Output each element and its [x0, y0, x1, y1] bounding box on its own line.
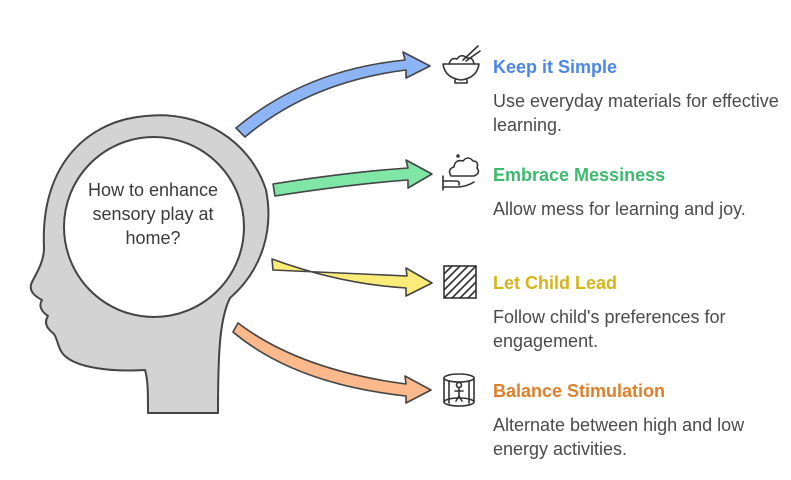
question-circle	[63, 136, 245, 318]
center-question: How to enhance sensory play at home?	[87, 180, 219, 248]
item-let-child-lead: Let Child Lead Follow child's preference…	[493, 271, 783, 353]
item-balance-stimulation: Balance Stimulation Alternate between hi…	[493, 379, 783, 461]
item-keep-it-simple: Keep it Simple Use everyday materials fo…	[493, 55, 783, 137]
item-embrace-messiness: Embrace Messiness Allow mess for learnin…	[493, 163, 783, 221]
hatched-square-icon	[443, 265, 477, 299]
arrow-keep-it-simple	[235, 51, 431, 138]
item-title: Balance Stimulation	[493, 381, 666, 401]
arrow-let-child-lead	[271, 258, 433, 297]
cloud-hand-icon	[442, 154, 480, 191]
item-description: Allow mess for learning and joy.	[493, 199, 746, 219]
item-title: Embrace Messiness	[493, 165, 666, 185]
trampoline-icon	[443, 373, 475, 407]
item-title: Keep it Simple	[493, 57, 618, 77]
item-description: Follow child's preferences for engagemen…	[493, 307, 726, 351]
arrow-embrace-messiness	[272, 159, 433, 197]
item-description: Use everyday materials for effective lea…	[493, 91, 779, 135]
item-title: Let Child Lead	[493, 273, 618, 293]
rice-bowl-icon	[442, 45, 481, 84]
arrow-balance-stimulation	[232, 322, 432, 404]
item-description: Alternate between high and low energy ac…	[493, 415, 745, 459]
